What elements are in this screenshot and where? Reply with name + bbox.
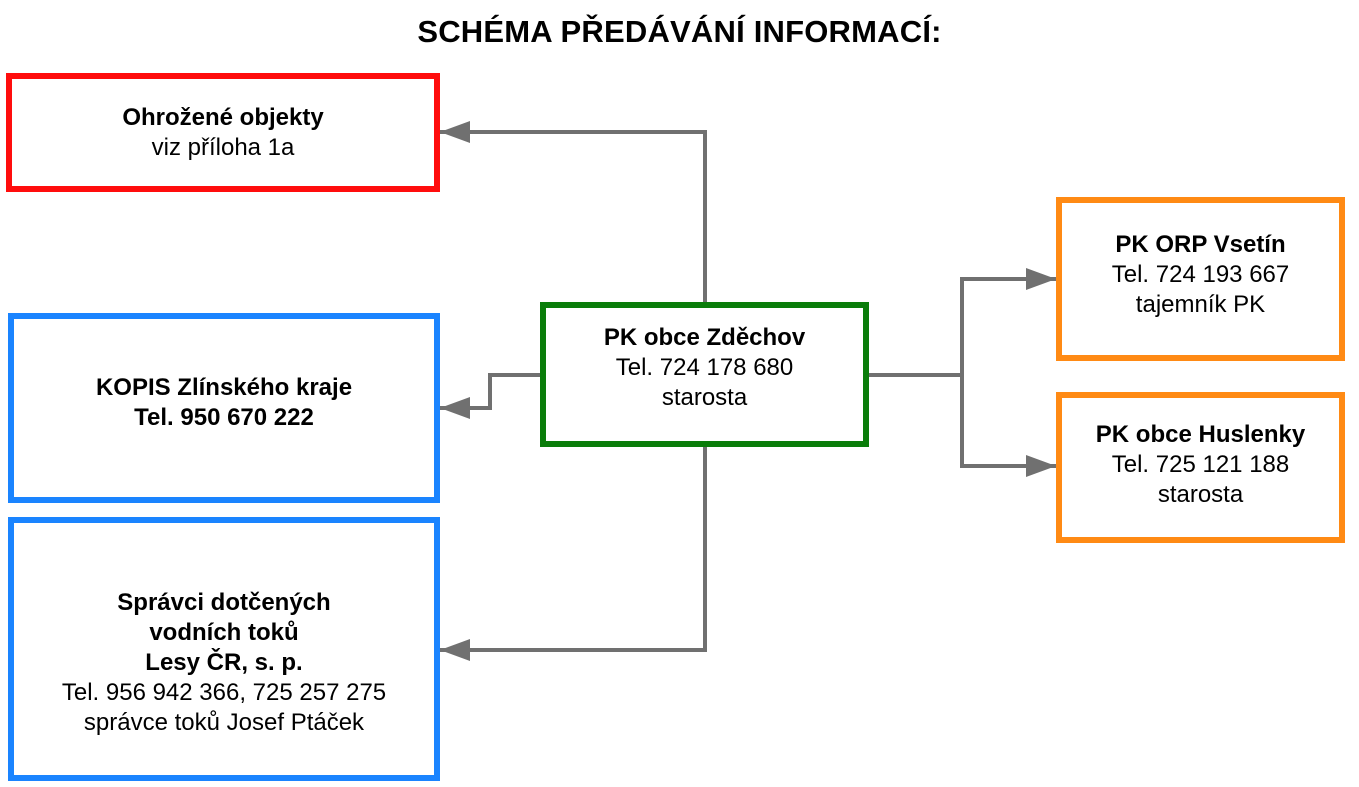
node-huslenky-role: starosta (1157, 480, 1244, 508)
node-vsetin-title: PK ORP Vsetín (1115, 231, 1286, 258)
node-kopis-title: KOPIS Zlínského kraje (95, 374, 353, 401)
node-spravci-org: Lesy ČR, s. p. (145, 649, 303, 676)
node-pk-orp-vsetin: PK ORP Vsetín Tel. 724 193 667 tajemník … (1056, 197, 1345, 361)
node-pk-huslenky: PK obce Huslenky Tel. 725 121 188 staros… (1056, 392, 1345, 543)
arrow-to-spravci (440, 447, 707, 652)
arrowhead-huslenky (1026, 455, 1056, 477)
node-zdechov-role: starosta (661, 383, 748, 411)
arrow-to-huslenky (960, 375, 1056, 468)
node-zdechov-phone: Tel. 724 178 680 (615, 353, 794, 381)
node-vsetin-phone: Tel. 724 193 667 (1111, 261, 1290, 288)
node-spravci-toku: Správci dotčených vodních toků Lesy ČR, … (8, 517, 440, 781)
arrowhead-vsetin (1026, 268, 1056, 290)
node-spravci-title-2: vodních toků (149, 619, 299, 646)
node-ohrozene-note: viz příloha 1a (151, 134, 295, 161)
node-spravci-title-1: Správci dotčených (117, 589, 331, 616)
node-ohrozene-objekty: Ohrožené objekty viz příloha 1a (6, 73, 440, 192)
arrowhead-ohrozene (440, 121, 470, 143)
arrowhead-spravci (440, 639, 470, 661)
node-spravci-phone: Tel. 956 942 366, 725 257 275 (61, 679, 387, 706)
node-huslenky-phone: Tel. 725 121 188 (1111, 450, 1290, 478)
node-ohrozene-title: Ohrožené objekty (122, 104, 324, 131)
arrow-to-vsetin (960, 277, 1056, 375)
node-kopis: KOPIS Zlínského kraje Tel. 950 670 222 (8, 313, 440, 503)
diagram-title: SCHÉMA PŘEDÁVÁNÍ INFORMACÍ: (417, 14, 942, 49)
node-kopis-phone: Tel. 950 670 222 (134, 404, 314, 431)
node-spravci-contact: správce toků Josef Ptáček (83, 709, 365, 736)
node-huslenky-title: PK obce Huslenky (1095, 420, 1306, 448)
node-pk-zdechov: PK obce Zděchov Tel. 724 178 680 starost… (540, 302, 869, 447)
node-zdechov-title: PK obce Zděchov (603, 323, 806, 351)
node-vsetin-role: tajemník PK (1135, 291, 1266, 318)
arrowhead-kopis (440, 397, 470, 419)
arrow-to-ohrozene (440, 130, 707, 302)
